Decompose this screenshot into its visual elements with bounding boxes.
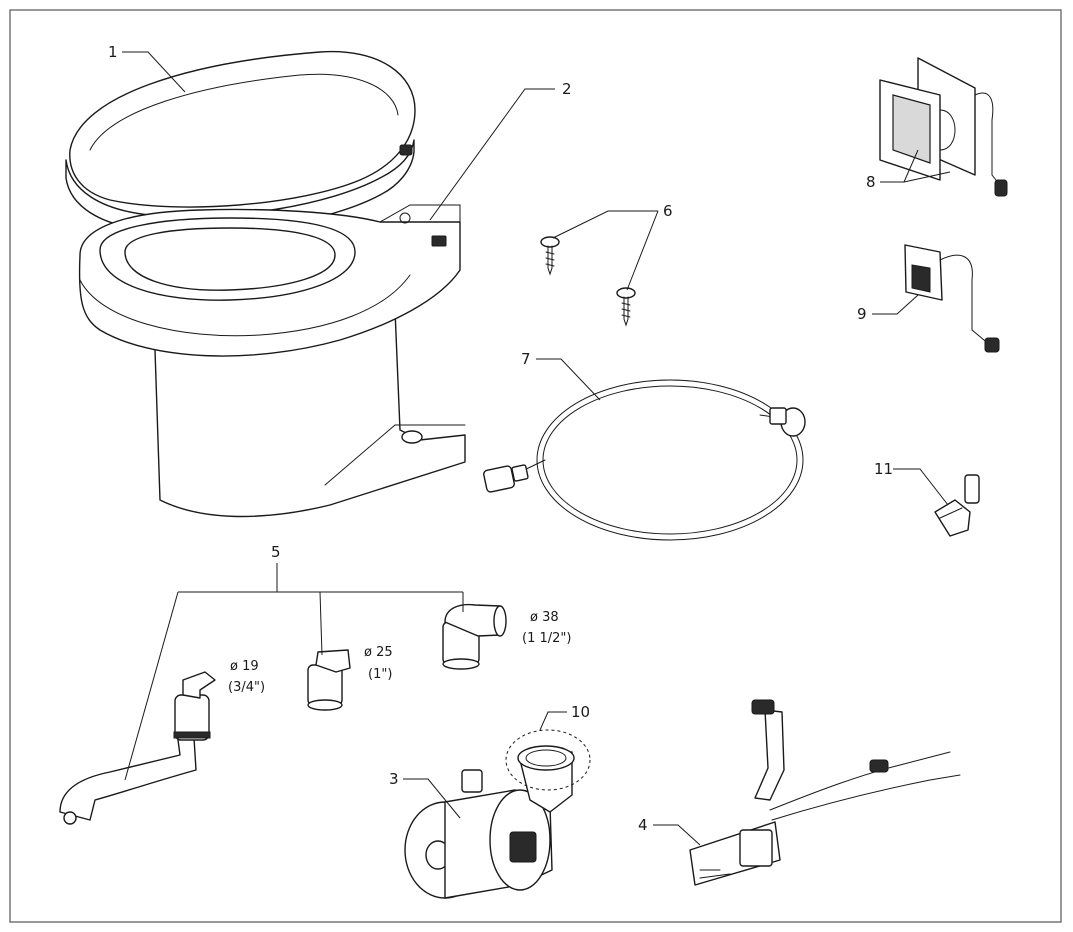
callout-4: 4 <box>638 816 648 834</box>
fitting-size-labels: ø 19 (3/4") ø 25 (1") ø 38 (1 1/2") <box>228 610 571 695</box>
foot-switch <box>904 244 1000 353</box>
valve-bracket-wiring <box>689 699 961 886</box>
callout-3: 3 <box>389 770 399 788</box>
fitting-19-inch: (3/4") <box>228 680 265 695</box>
fitting-25-size: ø 25 <box>364 645 393 660</box>
diagram-frame <box>9 9 1062 923</box>
callout-10: 10 <box>571 703 590 721</box>
callout-labels: 1 2 3 4 5 6 7 8 9 10 11 <box>108 43 893 834</box>
fitting-19-size: ø 19 <box>230 659 259 674</box>
elbow-fitting <box>934 474 980 537</box>
hose-fittings <box>59 603 507 825</box>
callout-9: 9 <box>857 305 867 323</box>
toilet-bowl <box>78 204 466 518</box>
callout-8: 8 <box>866 173 876 191</box>
callout-2: 2 <box>562 80 572 98</box>
toilet-lid <box>65 50 416 233</box>
water-supply-hose <box>483 379 806 541</box>
callout-5: 5 <box>271 543 281 561</box>
fitting-25-inch: (1") <box>368 667 392 682</box>
callout-6: 6 <box>663 202 673 220</box>
mounting-screws <box>540 236 636 327</box>
macerator-pump <box>404 729 591 899</box>
callout-7: 7 <box>521 350 531 368</box>
fitting-38-inch: (1 1/2") <box>522 631 571 646</box>
wall-control-panel <box>879 57 1008 197</box>
callout-1: 1 <box>108 43 118 61</box>
callout-11: 11 <box>874 460 893 478</box>
fitting-38-size: ø 38 <box>530 610 559 625</box>
leader-lines <box>122 51 951 846</box>
